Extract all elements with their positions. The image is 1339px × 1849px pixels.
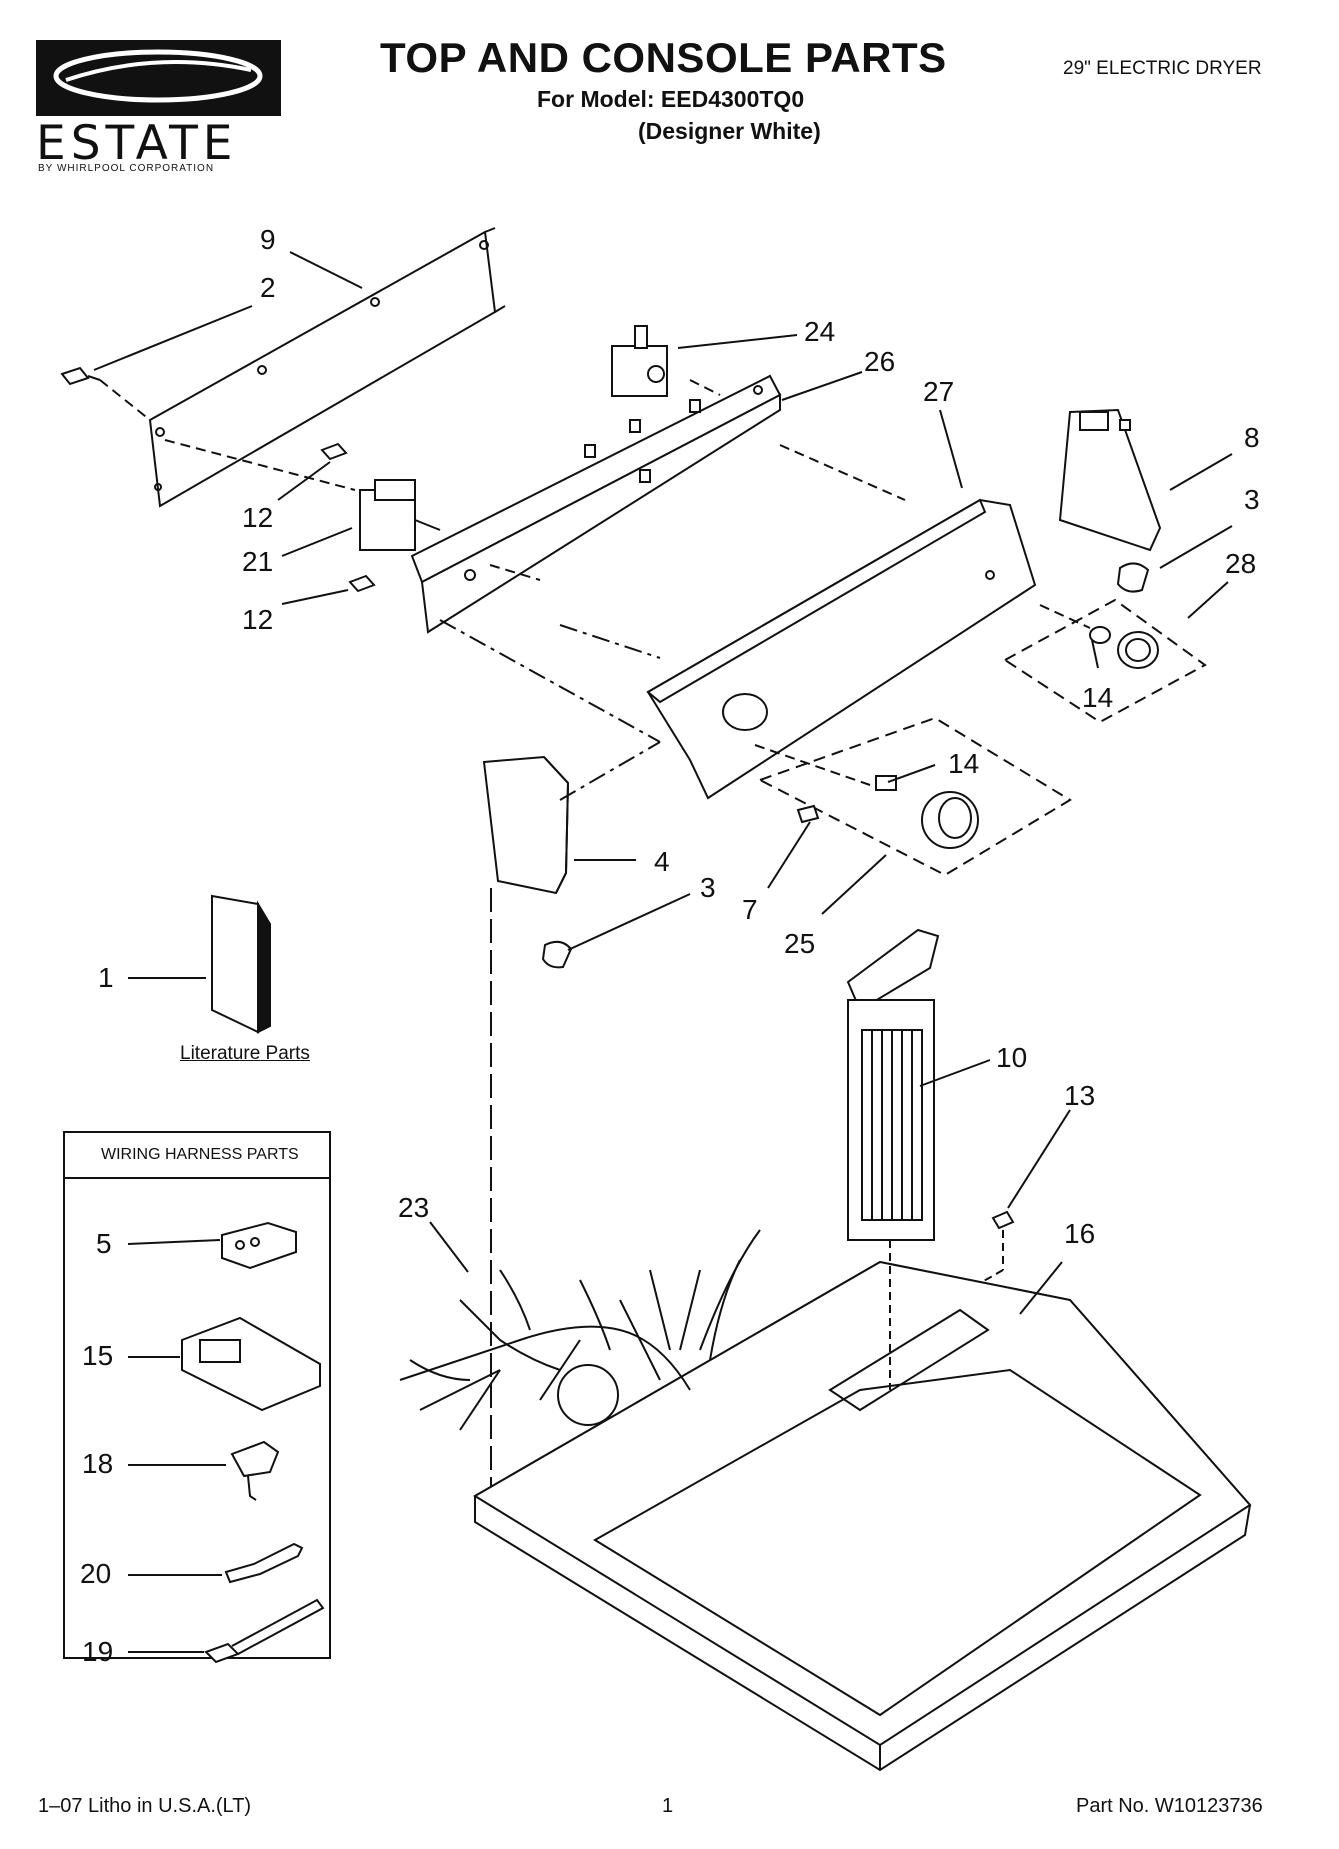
terminal-block-15 — [181, 1316, 321, 1412]
callout-19: 19 — [82, 1636, 114, 1667]
variant-line: (Designer White) — [638, 118, 821, 144]
callout-27: 27 — [923, 376, 955, 407]
callout-28: 28 — [1225, 548, 1257, 579]
callout-16: 16 — [1064, 1218, 1096, 1249]
screw-2 — [60, 366, 101, 386]
model-line: For Model: EED4300TQ0 — [537, 86, 805, 112]
screw-12b — [348, 574, 376, 593]
callout-leaders — [93, 251, 1233, 1653]
wire-harness — [399, 1229, 761, 1431]
clip-3-right — [1116, 562, 1150, 593]
end-cap-right — [1058, 408, 1162, 552]
callout-14-right: 14 — [1082, 682, 1114, 713]
callout-20: 20 — [80, 1558, 112, 1589]
knob-group-28 — [1003, 598, 1207, 724]
callout-21: 21 — [242, 546, 274, 577]
part-number: Part No. W10123736 — [1076, 1795, 1263, 1817]
callout-12-upper: 12 — [242, 502, 274, 533]
end-cap-left — [482, 755, 570, 895]
callout-12-lower: 12 — [242, 604, 274, 635]
callout-15: 15 — [82, 1340, 114, 1371]
clip-18 — [230, 1440, 280, 1501]
callout-4: 4 — [654, 846, 670, 877]
lint-screen — [846, 928, 940, 1241]
top-panel — [473, 1260, 1252, 1772]
knob-group-25 — [757, 716, 1072, 877]
wiring-harness-box — [63, 1131, 331, 1659]
page-number: 1 — [662, 1795, 674, 1817]
estate-logo — [36, 40, 281, 116]
callout-24: 24 — [804, 316, 836, 347]
callout-7: 7 — [742, 894, 758, 925]
product-type: 29" ELECTRIC DRYER — [1063, 58, 1262, 79]
callout-2: 2 — [260, 272, 276, 303]
callout-10: 10 — [996, 1042, 1028, 1073]
switch-24 — [611, 325, 668, 397]
screw-7 — [796, 804, 820, 824]
clip-3-left — [541, 940, 573, 969]
brand-subline: BY WHIRLPOOL CORPORATION — [38, 163, 215, 174]
literature-parts-label: Literature Parts — [180, 1043, 310, 1064]
terminal-20 — [224, 1542, 304, 1584]
brand-name: ESTATE — [36, 116, 238, 171]
callout-26: 26 — [864, 346, 896, 377]
callout-1: 1 — [98, 962, 114, 993]
screw-12a — [320, 442, 348, 461]
console-panel — [646, 498, 1037, 800]
control-bracket — [410, 374, 782, 634]
literature-book — [211, 894, 271, 1034]
callout-3-right: 3 — [1244, 484, 1260, 515]
page-title: TOP AND CONSOLE PARTS — [380, 34, 947, 81]
wiring-harness-title: WIRING HARNESS PARTS — [101, 1146, 299, 1163]
callout-9: 9 — [260, 224, 276, 255]
callout-14-center: 14 — [948, 748, 980, 779]
rear-panel-bracket — [148, 227, 506, 508]
callout-3-left: 3 — [700, 872, 716, 903]
timer-part — [359, 479, 441, 551]
litho-note: 1–07 Litho in U.S.A.(LT) — [38, 1795, 252, 1817]
connector-5 — [221, 1221, 297, 1270]
callout-13: 13 — [1064, 1080, 1096, 1111]
callout-18: 18 — [82, 1448, 114, 1479]
cable-tie-19 — [204, 1598, 325, 1664]
callout-8: 8 — [1244, 422, 1260, 453]
callout-23: 23 — [398, 1192, 430, 1223]
callout-5: 5 — [96, 1228, 112, 1259]
callout-25: 25 — [784, 928, 816, 959]
screw-13 — [991, 1210, 1015, 1230]
